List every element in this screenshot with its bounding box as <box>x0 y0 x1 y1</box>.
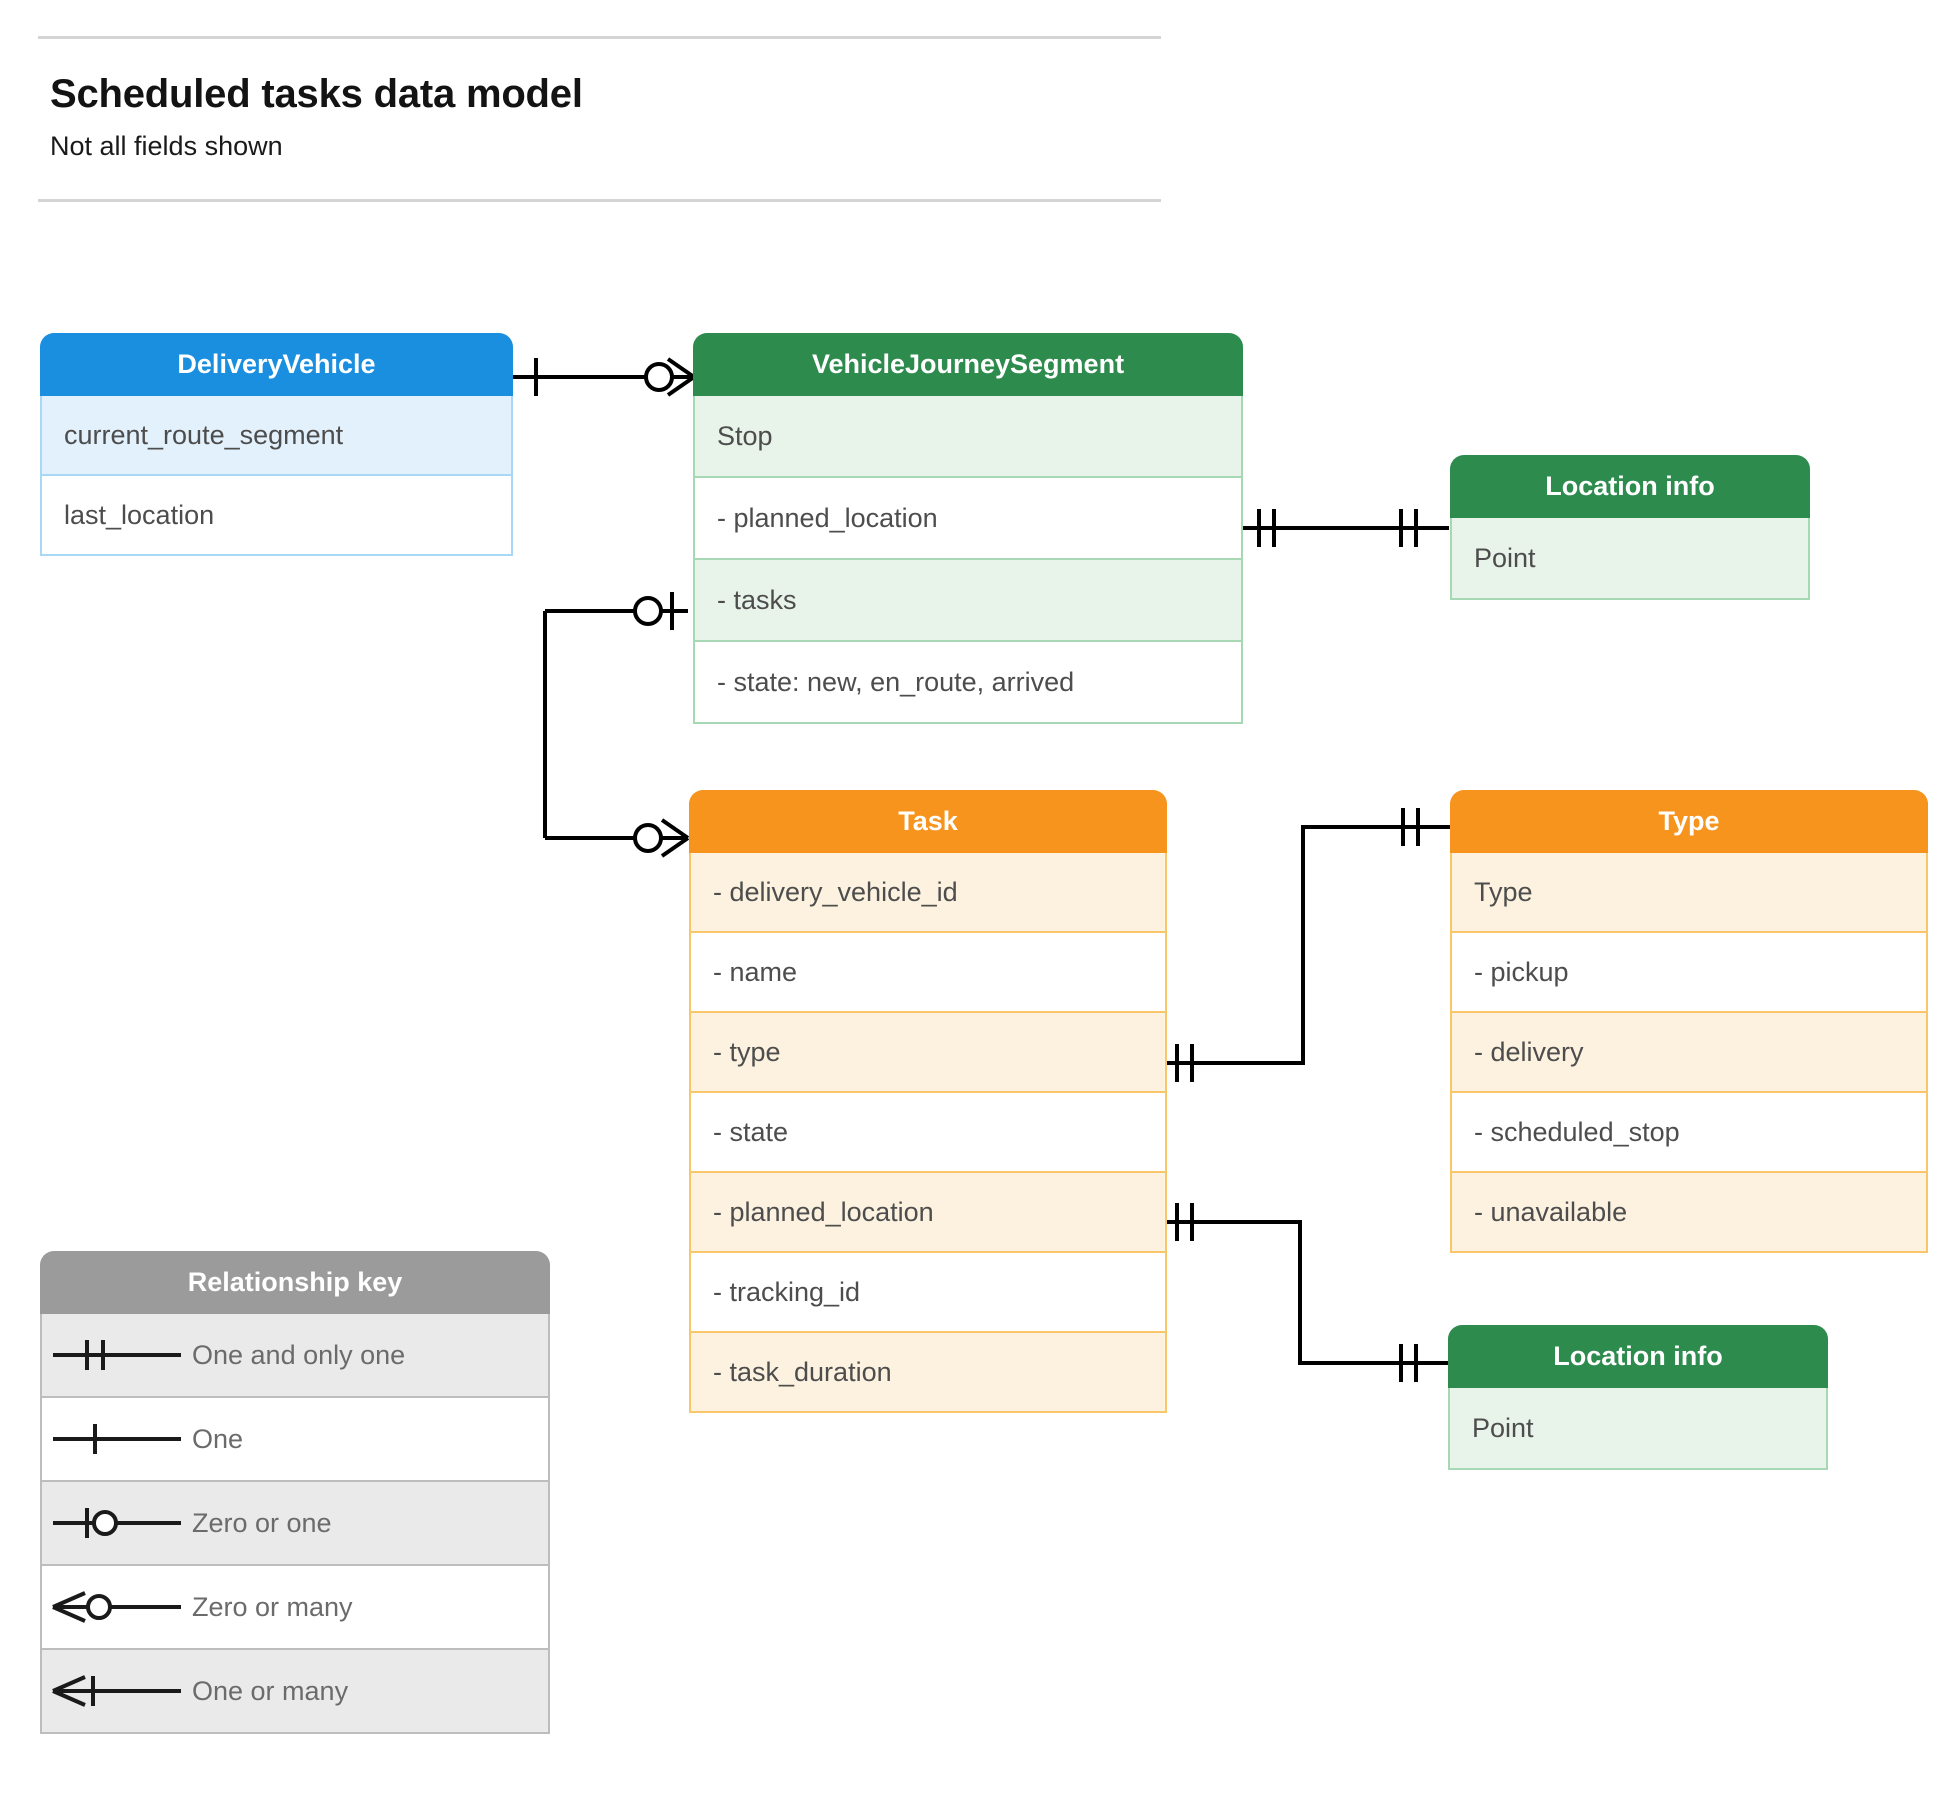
legend-item-zero-or-one: Zero or one <box>40 1482 550 1566</box>
entity-task[interactable]: Task - delivery_vehicle_id - name - type… <box>689 790 1167 1413</box>
entity-row: - task_duration <box>689 1333 1167 1413</box>
entity-type-title: Type <box>1450 790 1928 853</box>
entity-type[interactable]: Type Type - pickup - delivery - schedule… <box>1450 790 1928 1253</box>
page-title: Scheduled tasks data model <box>50 72 583 116</box>
legend-item-one-or-many: One or many <box>40 1650 550 1734</box>
legend-item-label: One and only one <box>192 1339 406 1370</box>
zero-or-many-icon <box>42 1587 192 1627</box>
one-icon <box>42 1419 192 1459</box>
entity-row: - pickup <box>1450 933 1928 1013</box>
legend-item-label: Zero or one <box>192 1507 332 1538</box>
entity-row: Point <box>1448 1388 1828 1470</box>
legend-item-one-and-only-one: One and only one <box>40 1314 550 1398</box>
legend-item-label: Zero or many <box>192 1591 353 1622</box>
entity-row: last_location <box>40 476 513 556</box>
connector-task-type <box>1167 808 1450 1082</box>
entity-delivery-vehicle[interactable]: DeliveryVehicle current_route_segment la… <box>40 333 513 556</box>
entity-row: - planned_location <box>693 478 1243 560</box>
entity-row: - name <box>689 933 1167 1013</box>
entity-location-info-bottom[interactable]: Location info Point <box>1448 1325 1828 1470</box>
legend-item-label: One <box>192 1423 244 1454</box>
entity-row: Point <box>1450 518 1810 600</box>
entity-task-title: Task <box>689 790 1167 853</box>
entity-row: - delivery <box>1450 1013 1928 1093</box>
entity-row: - state: new, en_route, arrived <box>693 642 1243 724</box>
entity-location-info-top-title: Location info <box>1450 455 1810 518</box>
entity-row: - scheduled_stop <box>1450 1093 1928 1173</box>
entity-location-info-bottom-title: Location info <box>1448 1325 1828 1388</box>
entity-vehicle-journey-segment-title: VehicleJourneySegment <box>693 333 1243 396</box>
entity-vehicle-journey-segment[interactable]: VehicleJourneySegment Stop - planned_loc… <box>693 333 1243 724</box>
entity-row: Type <box>1450 853 1928 933</box>
entity-row: - delivery_vehicle_id <box>689 853 1167 933</box>
legend-item-zero-or-many: Zero or many <box>40 1566 550 1650</box>
zero-or-one-icon <box>42 1503 192 1543</box>
entity-row: - tasks <box>693 560 1243 642</box>
page-subtitle: Not all fields shown <box>50 131 283 161</box>
entity-row: - planned_location <box>689 1173 1167 1253</box>
entity-row: Stop <box>693 396 1243 478</box>
entity-row: - tracking_id <box>689 1253 1167 1333</box>
entity-row: - type <box>689 1013 1167 1093</box>
one-and-only-one-icon <box>42 1335 192 1375</box>
entity-row: - unavailable <box>1450 1173 1928 1253</box>
connector-vjs-locationinfo-top <box>1243 509 1449 547</box>
one-or-many-icon <box>42 1671 192 1711</box>
entity-delivery-vehicle-title: DeliveryVehicle <box>40 333 513 396</box>
legend-item-one: One <box>40 1398 550 1482</box>
entity-location-info-top[interactable]: Location info Point <box>1450 455 1810 600</box>
entity-row: - state <box>689 1093 1167 1173</box>
legend-relationship-key[interactable]: Relationship key One and only one One <box>40 1251 550 1734</box>
connector-task-locationinfo-bottom <box>1167 1203 1448 1382</box>
entity-row: current_route_segment <box>40 396 513 476</box>
legend-title: Relationship key <box>40 1251 550 1314</box>
legend-item-label: One or many <box>192 1675 349 1706</box>
header-divider-top <box>38 36 1161 39</box>
header-divider-bottom <box>38 199 1161 202</box>
connector-vjs-task <box>543 592 690 858</box>
connector-deliveryvehicle-vehiclejourneysegment <box>513 357 696 397</box>
